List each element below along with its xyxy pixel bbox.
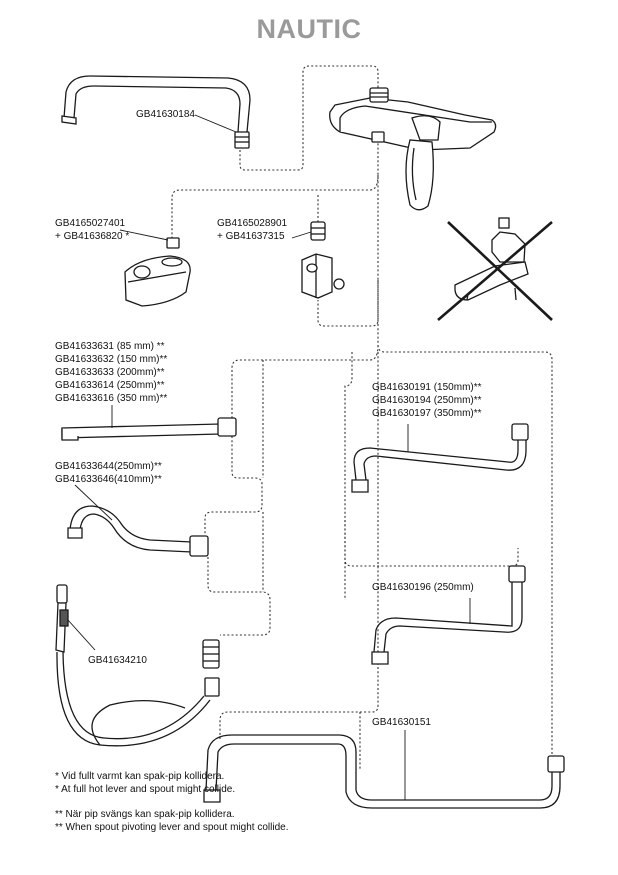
- l-spout-part: [371, 565, 526, 665]
- label-line: GB41630196 (250mm): [372, 582, 474, 593]
- label-line: GB41630191 (150mm)**: [372, 382, 482, 393]
- long-spout-part: [203, 730, 565, 809]
- label-line: GB41633631 (85 mm) **: [55, 341, 165, 352]
- label-line: + GB41637315: [217, 231, 285, 242]
- label-line: GB4165027401: [55, 218, 126, 229]
- j-spout-part: [351, 423, 529, 493]
- label-line: GB41633614 (250mm)**: [55, 380, 165, 391]
- label-j-spouts: GB41630191 (150mm)** GB41630194 (250mm)*…: [372, 381, 482, 420]
- label-line: GB41633616 (350 mm)**: [55, 393, 168, 404]
- label-line: GB41630197 (350mm)**: [372, 408, 482, 419]
- label-line: GB41633633 (200mm)**: [55, 367, 165, 378]
- label-line: GB41630151: [372, 717, 431, 728]
- label-line: GB41634210: [88, 655, 147, 666]
- label-l-spout: GB41630196 (250mm): [372, 581, 474, 594]
- label-hand-shower: GB41634210: [88, 654, 147, 667]
- label-long-spout: GB41630151: [372, 716, 431, 729]
- top-spout-part: [61, 75, 251, 149]
- cartridge-left-part: [119, 229, 191, 307]
- footnote-group-1: * Vid fullt varmt kan spak-pip kollidera…: [55, 770, 235, 796]
- label-line: GB41633644(250mm)**: [55, 461, 162, 472]
- label-line: GB41633646(410mm)**: [55, 474, 162, 485]
- hand-shower-part: [55, 584, 220, 747]
- footnote-group-2: ** När pip svängs kan spak-pip kollidera…: [55, 808, 288, 834]
- footnote: * Vid fullt varmt kan spak-pip kollidera…: [55, 771, 225, 782]
- label-line: GB4165028901: [217, 218, 288, 229]
- label-straight-spouts: GB41633631 (85 mm) ** GB41633632 (150 mm…: [55, 340, 167, 405]
- label-cartridge-left: GB4165027401 + GB41636820 *: [55, 217, 129, 243]
- mixer-body-part: [329, 87, 497, 211]
- swan-spout-part: [67, 484, 209, 557]
- footnote: * At full hot lever and spout might coll…: [55, 784, 236, 795]
- footnote: ** When spout pivoting lever and spout m…: [55, 822, 289, 833]
- label-line: GB41630184: [136, 109, 195, 120]
- label-swan-spouts: GB41633644(250mm)** GB41633646(410mm)**: [55, 460, 162, 486]
- label-line: GB41630194 (250mm)**: [372, 395, 482, 406]
- straight-spout-part: [61, 405, 237, 441]
- label-line: GB41633632 (150 mm)**: [55, 354, 168, 365]
- label-line: + GB41636820 *: [55, 231, 130, 242]
- label-top-spout: GB41630184: [136, 108, 195, 121]
- diagram-title: NAUTIC: [256, 14, 362, 44]
- cartridge-right-part: [291, 221, 345, 299]
- connector-lines: [171, 65, 553, 770]
- footnote: ** När pip svängs kan spak-pip kollidera…: [55, 809, 235, 820]
- crossed-out-mixer: [437, 217, 553, 321]
- label-cartridge-right: GB4165028901 + GB41637315: [217, 217, 287, 243]
